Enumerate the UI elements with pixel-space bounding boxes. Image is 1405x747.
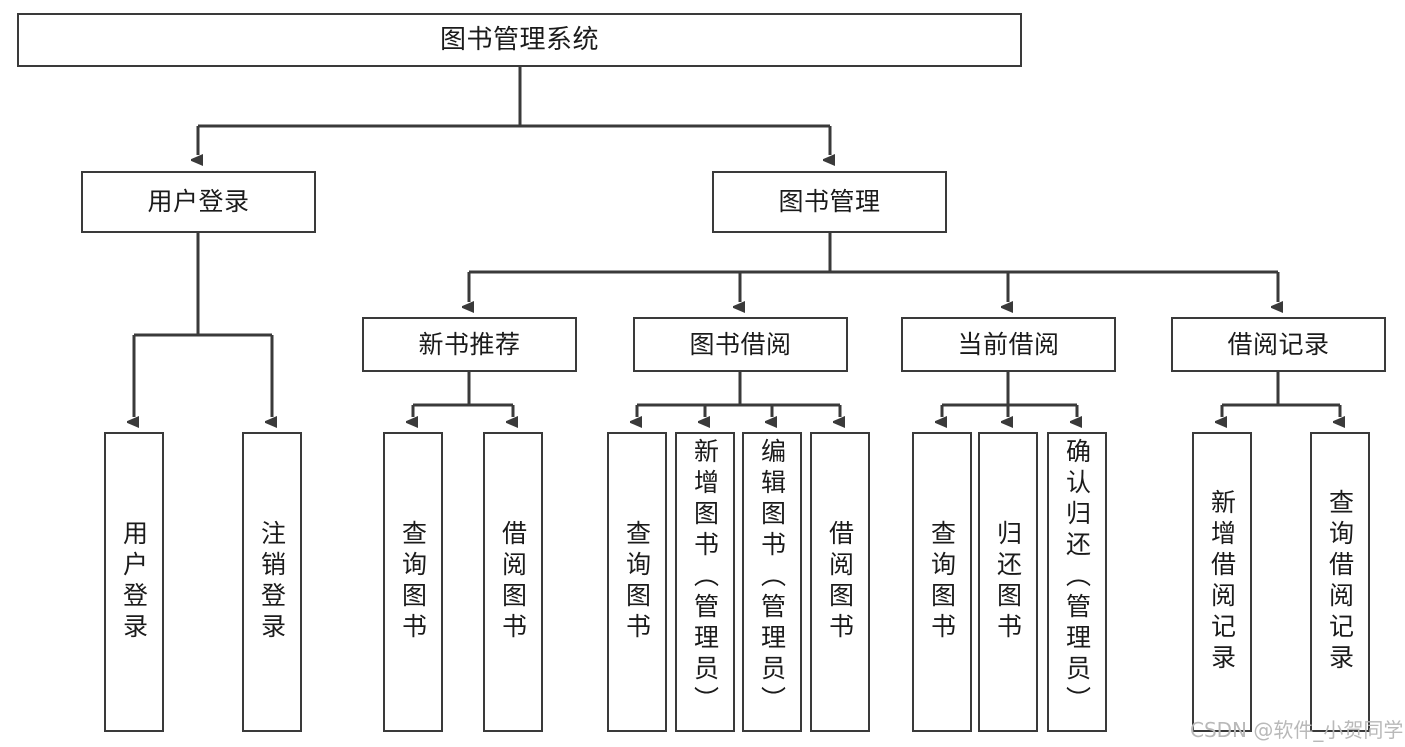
leaf-logout-login[interactable]: 注销登录 <box>242 432 302 732</box>
leaf-add-borrow-record[interactable]: 新增借阅记录 <box>1192 432 1252 732</box>
node-label: 当前借阅 <box>957 329 1060 359</box>
node-label: 新书推荐 <box>418 329 521 359</box>
node-label: 新增借阅记录 <box>1207 489 1237 675</box>
node-label: 查询借阅记录 <box>1325 489 1355 675</box>
node-label: 图书管理系统 <box>439 24 599 55</box>
node-label: 借阅图书 <box>498 520 528 644</box>
leaf-return-book[interactable]: 归还图书 <box>978 432 1038 732</box>
leaf-add-book-admin[interactable]: 新增图书（管理员） <box>675 432 735 732</box>
node-user-login[interactable]: 用户登录 <box>81 171 316 233</box>
leaf-borrow-book-borrow[interactable]: 借阅图书 <box>810 432 870 732</box>
leaf-edit-book-admin[interactable]: 编辑图书（管理员） <box>742 432 802 732</box>
node-book-borrow[interactable]: 图书借阅 <box>633 317 848 372</box>
node-label: 图书借阅 <box>689 329 792 359</box>
node-root-system[interactable]: 图书管理系统 <box>17 13 1022 67</box>
csdn-watermark: CSDN @软件_小贺同学 <box>1190 718 1404 742</box>
leaf-confirm-return-admin[interactable]: 确认归还（管理员） <box>1047 432 1107 732</box>
node-label: 借阅图书 <box>825 520 855 644</box>
node-label: 查询图书 <box>398 520 428 644</box>
node-label: 新增图书（管理员） <box>690 438 720 717</box>
node-label: 归还图书 <box>993 520 1023 644</box>
node-label: 查询图书 <box>622 520 652 644</box>
node-book-management[interactable]: 图书管理 <box>712 171 947 233</box>
node-label: 用户登录 <box>147 187 250 217</box>
node-current-borrow[interactable]: 当前借阅 <box>901 317 1116 372</box>
node-label: 编辑图书（管理员） <box>757 438 787 717</box>
node-label: 用户登录 <box>119 520 149 644</box>
leaf-query-borrow-record[interactable]: 查询借阅记录 <box>1310 432 1370 732</box>
node-label: 查询图书 <box>927 520 957 644</box>
leaf-query-book-borrow[interactable]: 查询图书 <box>607 432 667 732</box>
leaf-user-login[interactable]: 用户登录 <box>104 432 164 732</box>
node-label: 确认归还（管理员） <box>1062 438 1092 717</box>
node-label: 图书管理 <box>778 187 881 217</box>
node-new-book-recommend[interactable]: 新书推荐 <box>362 317 577 372</box>
leaf-query-book-current[interactable]: 查询图书 <box>912 432 972 732</box>
node-label: 借阅记录 <box>1227 329 1330 359</box>
leaf-borrow-book-recommend[interactable]: 借阅图书 <box>483 432 543 732</box>
node-label: 注销登录 <box>257 520 287 644</box>
leaf-query-book-recommend[interactable]: 查询图书 <box>383 432 443 732</box>
node-borrow-record[interactable]: 借阅记录 <box>1171 317 1386 372</box>
